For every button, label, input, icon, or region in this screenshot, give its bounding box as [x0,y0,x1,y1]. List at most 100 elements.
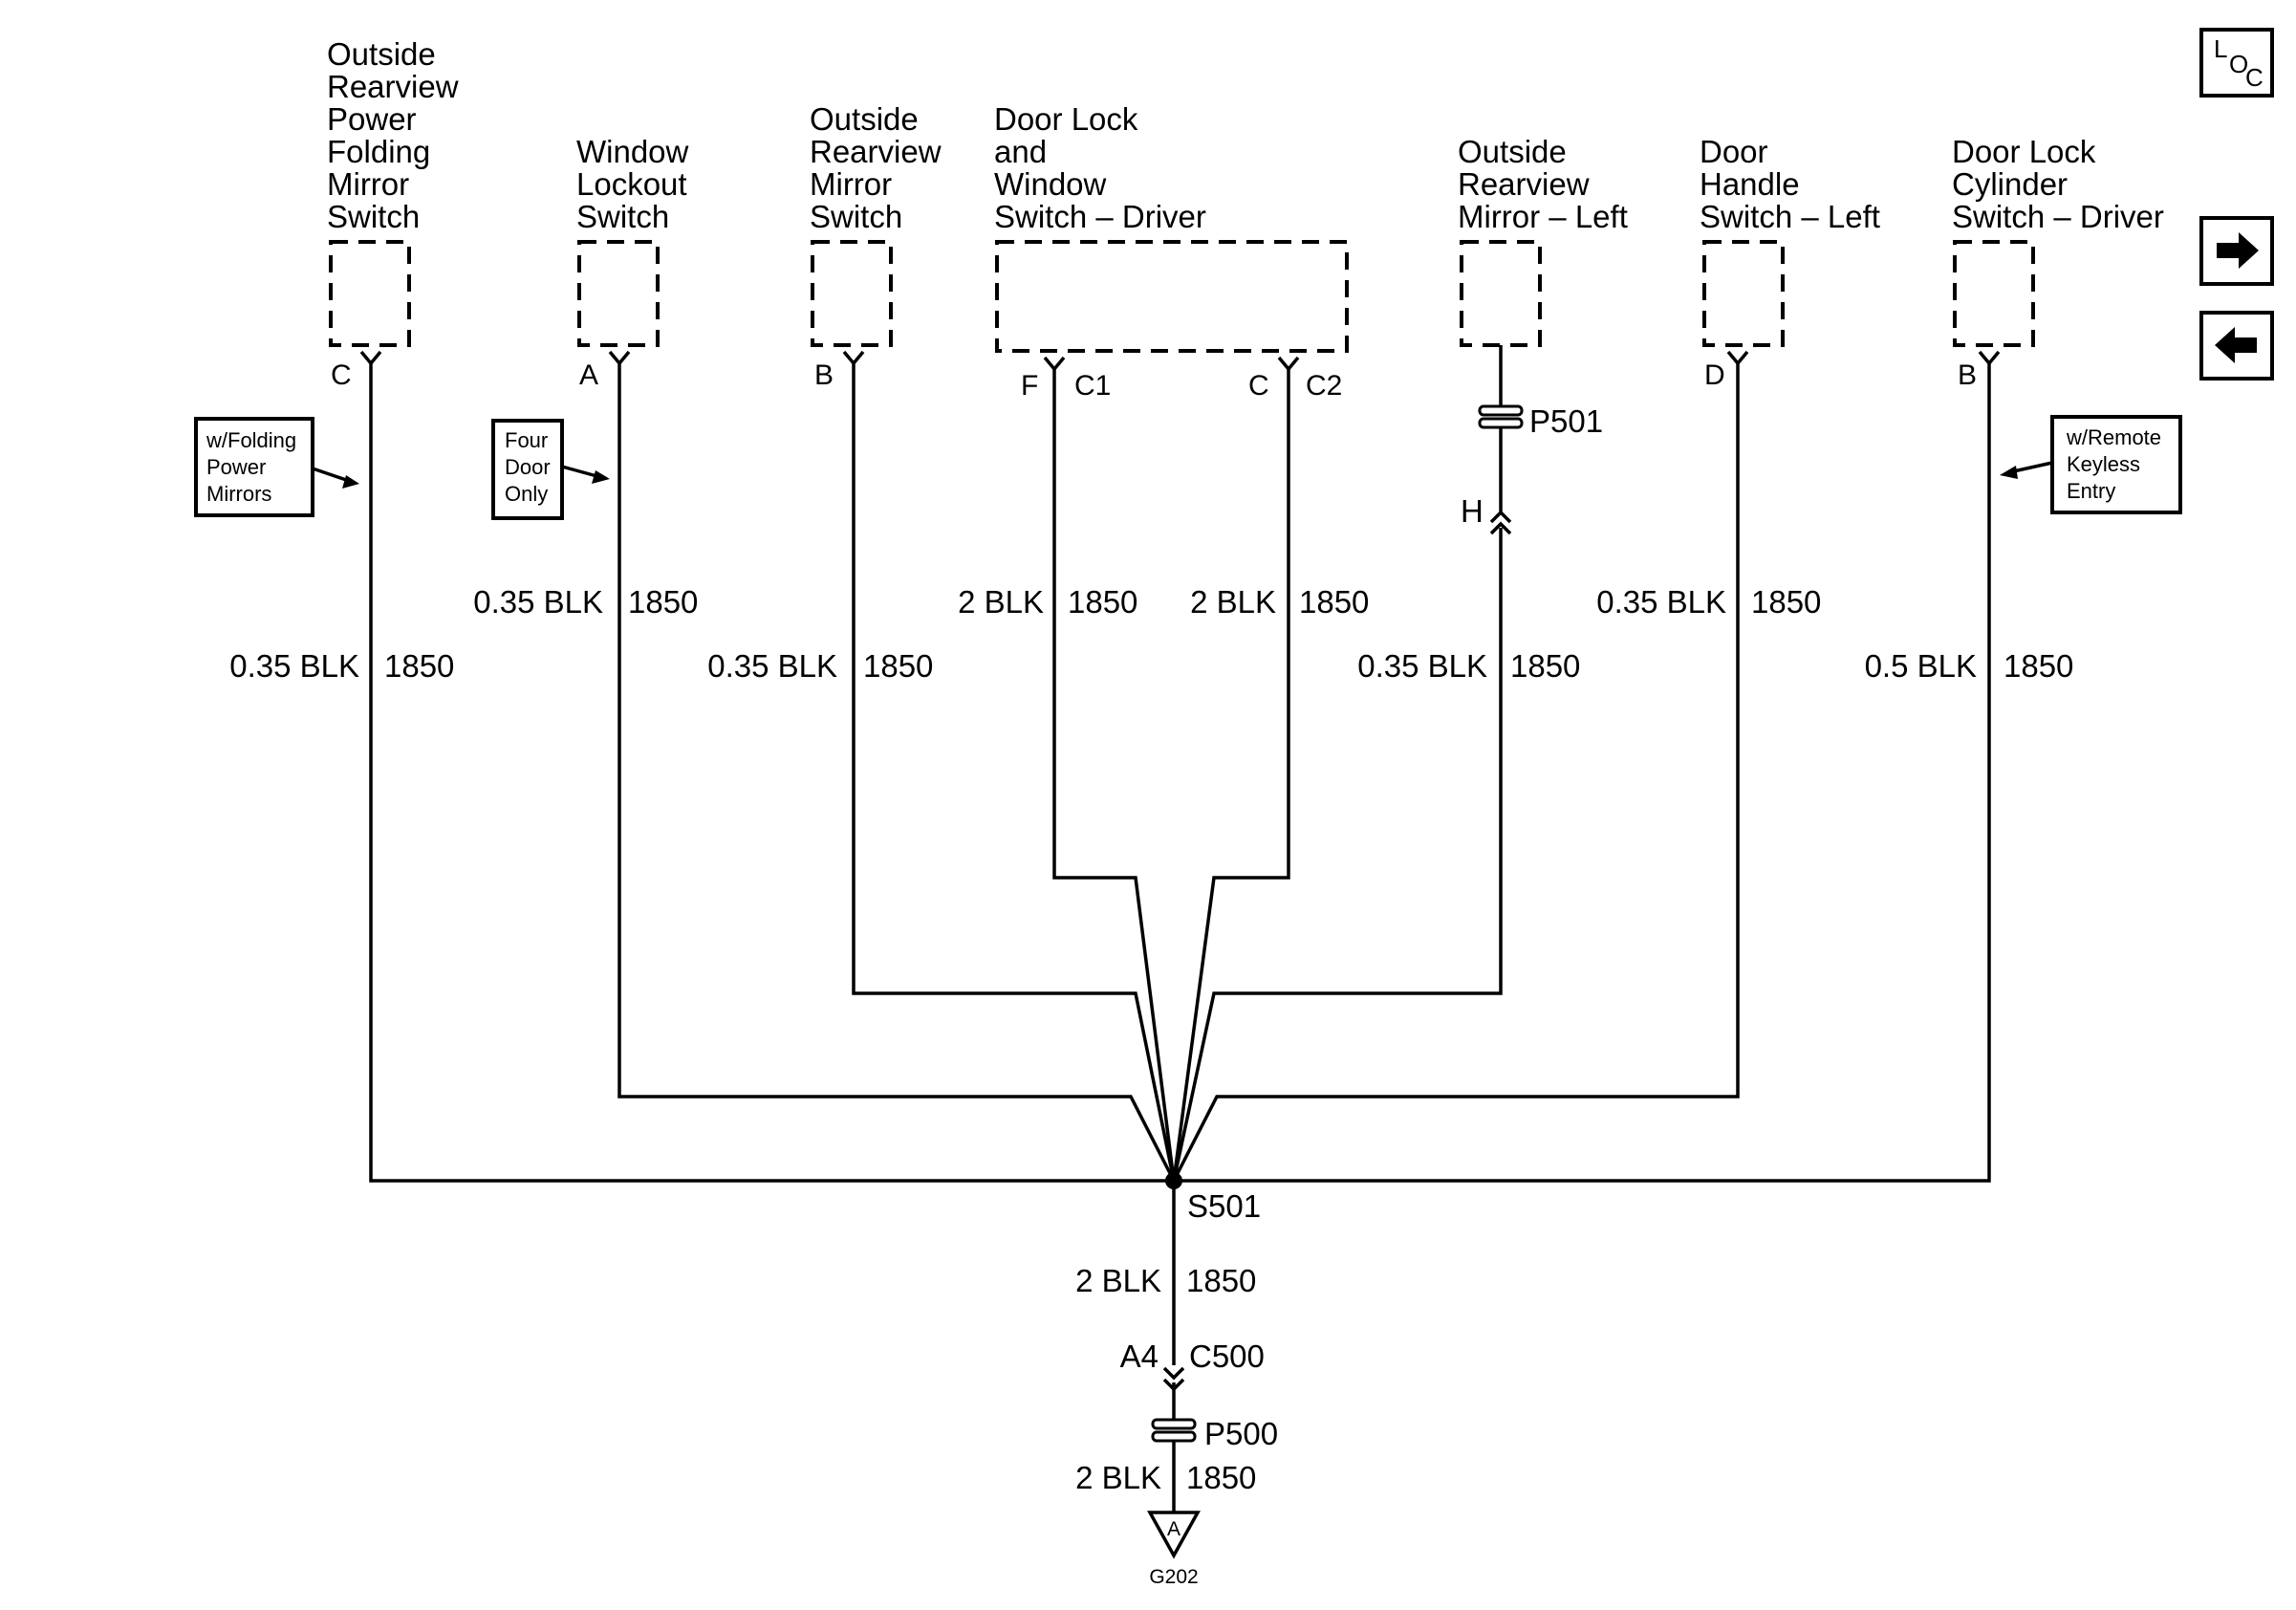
inline-connector-icon [1478,417,1524,429]
wire-size-label: 0.35 BLK [707,648,837,684]
wire-w5 [1172,369,1290,1182]
component-label-line: Door Lock [1952,134,2096,169]
note-line: Power [206,455,266,479]
component-label-line: Outside [327,36,436,72]
loc-letter-c: C [2245,63,2264,92]
component-label-line: Switch – Driver [994,199,1206,234]
component-box [329,240,411,347]
wire-circuit-label: 1850 [2004,648,2073,684]
pin-label: B [1958,359,1977,391]
component-label-line: Door Lock [994,101,1138,137]
component-label-line: Rearview [810,134,942,169]
pin-terminal-icon [608,350,631,366]
ground-label: G202 [1149,1566,1198,1588]
component-label-line: Switch [576,199,669,234]
component-label-line: Switch – Left [1700,199,1880,234]
component-label-line: and [994,134,1047,169]
component-box [1460,240,1542,347]
component-box [1702,240,1785,347]
note-folding-power-mirrors: w/Folding Power Mirrors [194,417,359,517]
note-arrow-line [561,465,601,479]
component-box [577,240,660,347]
component-label-line: Rearview [1458,166,1590,202]
location-button[interactable]: L O C [2199,28,2274,98]
component-label-line: Folding [327,134,430,169]
pin-terminal-icon [1978,350,2001,366]
component-door-lock-and-window-switch-driver: Door Lock and Window Switch – Driver F C… [994,101,1349,402]
loc-letter-l: L [2214,34,2227,63]
note-line: Keyless [2067,452,2140,476]
note-line: Only [505,482,548,506]
pin-label: D [1704,359,1725,391]
component-door-lock-cylinder-switch-driver: Door Lock Cylinder Switch – Driver B [1952,134,2164,391]
component-label-line: Rearview [327,69,459,104]
note-box [2050,415,2182,514]
next-page-button[interactable] [2199,216,2274,286]
component-box [811,240,893,347]
wire-size-label: 0.35 BLK [1596,584,1726,620]
component-label-line: Power [327,101,417,137]
connector-label: P500 [1204,1416,1278,1451]
wire-size-label: 0.5 BLK [1865,648,1977,684]
component-box [1953,240,2035,347]
wire-w7 [1172,363,1740,1182]
component-door-handle-switch-left: Door Handle Switch – Left D [1700,134,1880,391]
wire-size-label: 0.35 BLK [473,584,603,620]
connector-label: C2 [1306,370,1342,402]
pin-label: A4 [1120,1338,1159,1374]
pin-label: C [331,359,352,391]
note-line: w/Folding [206,428,296,452]
inline-connector-icon [1151,1430,1197,1443]
arrow-left-icon [2215,327,2257,363]
connector-label: C500 [1189,1338,1265,1374]
note-line: w/Remote [2066,425,2161,449]
location-button-frame [2199,28,2274,98]
component-label-line: Mirror [810,166,892,202]
component-label-line: Window [576,134,689,169]
splice-s501: S501 [1165,1172,1261,1224]
component-label-line: Door [1700,134,1768,169]
female-terminal-icon [1162,1378,1185,1392]
component-window-lockout-switch: Window Lockout Switch A [576,134,689,391]
component-label-line: Switch [327,199,420,234]
splice-dot-icon [1165,1172,1182,1189]
inline-connector-icon [1151,1418,1197,1430]
wire-circuit-label: 1850 [1186,1263,1256,1298]
connector-label: P501 [1529,403,1603,439]
wire-w1 [369,363,1174,1183]
ground-icon [1147,1511,1201,1559]
previous-page-button[interactable] [2199,311,2274,381]
wires [369,345,1991,1512]
component-label-line: Handle [1700,166,1800,202]
note-four-door-only: Four Door Only [491,419,610,520]
wire-size-label: 2 BLK [958,584,1044,620]
wire-w4 [1052,369,1176,1182]
ground-symbol-letter: A [1167,1518,1180,1540]
component-label-line: Switch [810,199,902,234]
wire-w8 [1174,363,1991,1183]
wire-circuit-label: 1850 [1510,648,1580,684]
connector-mirror-h: H [1461,493,1512,535]
pin-terminals [359,350,2001,372]
component-outside-rearview-mirror-switch: Outside Rearview Mirror Switch B [810,101,942,391]
arrow-head-icon [592,470,610,484]
connector-c500: A4 C500 [1120,1338,1265,1392]
pin-terminal-icon [1726,350,1749,366]
connector-p500: P500 [1151,1416,1278,1451]
male-terminal-icon [1162,1366,1185,1381]
note-line: Door [505,455,551,479]
note-box [194,417,314,517]
arrow-right-icon [2217,232,2259,269]
wire-circuit-label: 1850 [1751,584,1821,620]
wire-labels: 0.35 BLK 1850 0.35 BLK 1850 0.35 BLK 185… [229,584,2073,1495]
component-label-line: Mirror [327,166,409,202]
pin-label: A [579,359,598,391]
connector-p501: P501 [1478,403,1603,439]
pin-label: C [1248,370,1269,402]
pin-label: B [814,359,834,391]
pin-terminal-icon [1043,356,1066,372]
wire-circuit-label: 1850 [1299,584,1369,620]
wire-circuit-label: 1850 [1186,1460,1256,1495]
pin-label: F [1021,370,1038,402]
note-box [491,419,564,520]
